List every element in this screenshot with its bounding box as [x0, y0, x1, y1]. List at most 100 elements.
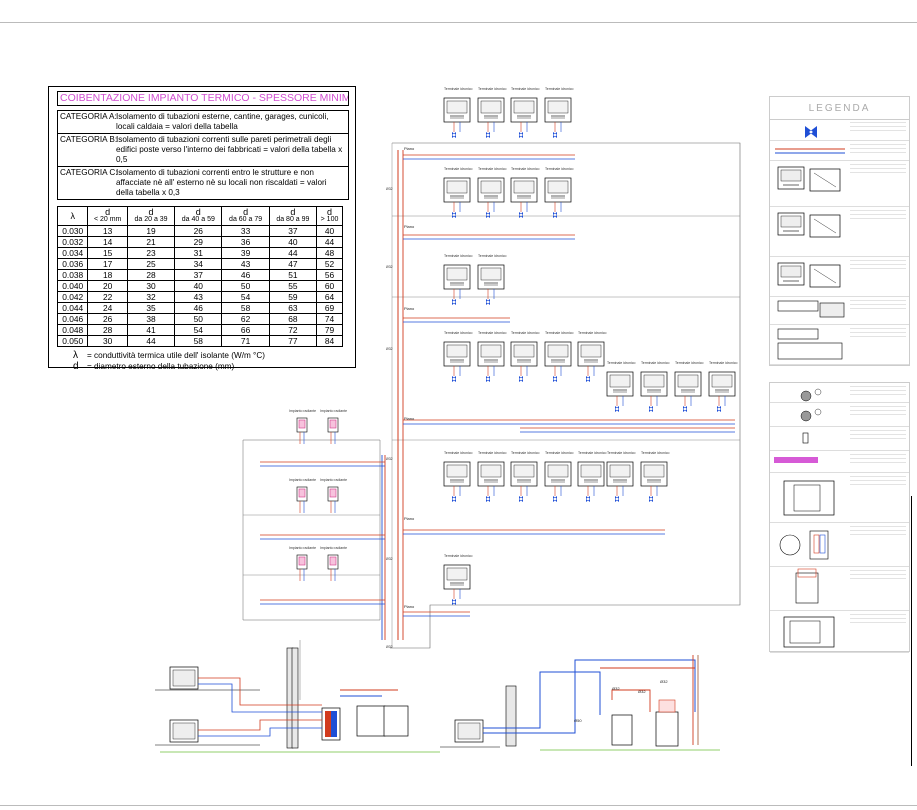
terminal-panel: [446, 267, 468, 281]
tank-coil: [325, 711, 331, 737]
diameter-column-header: d< 20 mm: [87, 206, 128, 226]
category-text: Isolamento di tubazioni correnti entro l…: [116, 168, 327, 197]
terminal-label: Terminale idronico: [444, 554, 472, 558]
category-row-a: CATEGORIA A: Isolamento di tubazioni est…: [58, 111, 348, 134]
boiler-body: [457, 722, 481, 740]
floor-label: Piano: [404, 146, 415, 151]
terminal-label: Terminale idronico: [511, 167, 539, 171]
legend-row: [770, 427, 909, 451]
legend-row: [770, 451, 909, 473]
legend-description: [850, 454, 906, 464]
category-list: CATEGORIA A: Isolamento di tubazioni est…: [57, 110, 349, 200]
terminal-label: Terminale idronico: [444, 87, 472, 91]
terminal-label: Terminale idronico: [478, 331, 506, 335]
boiler-unit: [383, 705, 409, 737]
terminal-label: Terminale idronico: [444, 167, 472, 171]
valve-icon: [452, 496, 456, 502]
legend-symbol: [777, 262, 841, 288]
terminal-label: Terminale idronico: [578, 331, 606, 335]
legend-symbol: [805, 126, 817, 138]
legend-row: [770, 403, 909, 427]
valve-icon: [717, 406, 721, 412]
legend-row: [770, 161, 909, 207]
terminal-label: Terminale idronico: [545, 167, 573, 171]
boiler-unit: [356, 705, 386, 737]
terminal-label: Terminale idronico: [641, 451, 669, 455]
legend-symbol: [779, 530, 829, 560]
valve-icon: [486, 299, 490, 305]
legend-description: [850, 164, 906, 174]
terminal-panel: [643, 374, 665, 388]
valve-icon: [486, 496, 490, 502]
frame-bottom-line: [0, 805, 917, 806]
valve-icon: [452, 299, 456, 305]
table-cell: 44: [126, 335, 176, 347]
table-cell: 77: [268, 335, 318, 347]
table-notes: λ= conduttività termica utile dell' isol…: [73, 350, 355, 372]
legend-symbol: [783, 616, 835, 648]
category-row-b: CATEGORIA B: Isolamento di tubazioni cor…: [58, 134, 348, 167]
table-cell: 0.050: [56, 335, 89, 347]
terminal-panel: [580, 344, 602, 358]
legend-symbol: [795, 568, 819, 604]
legend-row: [770, 325, 909, 365]
floor-label: Piano: [404, 516, 415, 521]
note-diameter: d= diametro esterno della tubazione (mm): [73, 361, 235, 372]
radiator-label: Impianto radiante: [289, 478, 316, 482]
terminal-panel: [677, 374, 699, 388]
terminal-panel: [643, 464, 665, 478]
terminal-label: Terminale idronico: [478, 167, 506, 171]
pipe-size-label: Ø32: [386, 187, 393, 191]
radiant-panel: [329, 556, 337, 566]
terminal-label: Terminale idronico: [444, 331, 472, 335]
legend-description: [850, 144, 906, 154]
terminal-label: Terminale idronico: [545, 451, 573, 455]
valve-icon: [649, 406, 653, 412]
terminal-label: Terminale idronico: [578, 451, 606, 455]
boiler-return: [198, 727, 322, 737]
terminal-panel: [480, 100, 502, 114]
terminal-panel: [711, 374, 733, 388]
legend-symbol: [800, 388, 822, 402]
valve-icon: [519, 212, 523, 218]
radiant-panel: [329, 488, 337, 498]
terminal-panel: [609, 464, 631, 478]
pipe-size-label: Ø32: [386, 457, 393, 461]
legend-row: [770, 383, 909, 403]
legend-description: [850, 328, 906, 338]
valve-icon: [586, 376, 590, 382]
legend-row: [770, 297, 909, 325]
legend-symbol: [777, 166, 841, 192]
pipe-size-label: Ø32: [386, 347, 393, 351]
legend-row: [770, 257, 909, 297]
legend-description: [850, 300, 906, 310]
floor-label: Piano: [404, 416, 415, 421]
valve-icon: [452, 376, 456, 382]
terminal-panel: [580, 464, 602, 478]
valve-icon: [486, 212, 490, 218]
pipe-size-label: Ø32: [660, 679, 668, 684]
legend-row: [770, 207, 909, 257]
legend-description: [850, 614, 906, 624]
valve-icon: [519, 496, 523, 502]
expansion-vessel: [658, 699, 676, 713]
terminal-panel: [609, 374, 631, 388]
legend-symbol: [775, 148, 845, 154]
legend-description: [850, 570, 906, 580]
pipe-size-label: Ø32: [386, 557, 393, 561]
valve-icon: [615, 496, 619, 502]
legend-description: [850, 210, 906, 220]
valve-icon: [452, 132, 456, 138]
pipe-size-label: Ø50: [574, 718, 582, 723]
legend-description: [850, 526, 906, 536]
radiator-label: Impianto radiante: [320, 478, 347, 482]
valve-icon: [553, 132, 557, 138]
tank-coil: [331, 711, 337, 737]
legend-symbol: [777, 328, 843, 360]
radiant-panel: [329, 419, 337, 429]
legend-row: [770, 473, 909, 523]
